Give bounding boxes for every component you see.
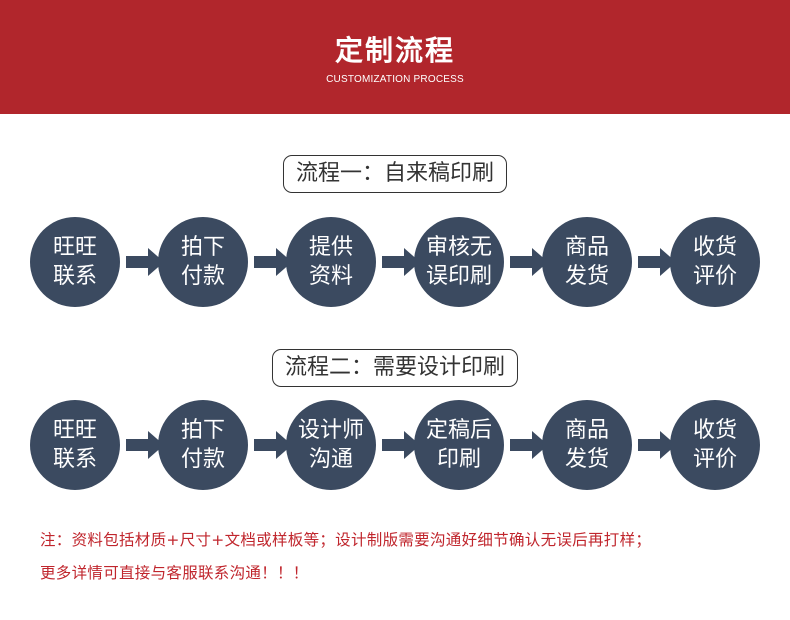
process1-step-4: 审核无 误印刷	[414, 217, 504, 307]
header-banner: 定制流程 CUSTOMIZATION PROCESS	[0, 0, 790, 114]
process2-step-6: 收货 评价	[670, 400, 760, 490]
process1-step-1: 旺旺 联系	[30, 217, 120, 307]
process1-label: 流程一：自来稿印刷	[282, 155, 508, 193]
process2-step-4: 定稿后 印刷	[414, 400, 504, 490]
arrow-right-icon	[126, 431, 164, 459]
arrow-right-icon	[510, 248, 548, 276]
process2-step-2: 拍下 付款	[158, 400, 248, 490]
process2-label: 流程二：需要设计印刷	[271, 349, 519, 387]
process1-step-6: 收货 评价	[670, 217, 760, 307]
arrow-right-icon	[638, 431, 676, 459]
process1-step-2: 拍下 付款	[158, 217, 248, 307]
page-subtitle: CUSTOMIZATION PROCESS	[326, 73, 464, 85]
note-line-1: 注：资料包括材质+尺寸+文档或样板等；设计制版需要沟通好细节确认无误后再打样；	[40, 531, 652, 549]
process2-flow: 旺旺 联系 拍下 付款 设计师 沟通 定稿后 印刷 商品 发货 收货 评价	[30, 400, 760, 490]
page-title: 定制流程	[334, 33, 455, 67]
arrow-right-icon	[510, 431, 548, 459]
arrow-right-icon	[638, 248, 676, 276]
arrow-right-icon	[126, 248, 164, 276]
process2-step-5: 商品 发货	[542, 400, 632, 490]
arrow-right-icon	[254, 431, 292, 459]
process1-flow: 旺旺 联系 拍下 付款 提供 资料 审核无 误印刷 商品 发货 收货 评价	[30, 217, 760, 307]
process1-step-3: 提供 资料	[286, 217, 376, 307]
arrow-right-icon	[382, 431, 420, 459]
process2-step-3: 设计师 沟通	[286, 400, 376, 490]
arrow-right-icon	[382, 248, 420, 276]
process1-step-5: 商品 发货	[542, 217, 632, 307]
note-line-2: 更多详情可直接与客服联系沟通！！！	[40, 564, 309, 582]
arrow-right-icon	[254, 248, 292, 276]
process2-step-1: 旺旺 联系	[30, 400, 120, 490]
